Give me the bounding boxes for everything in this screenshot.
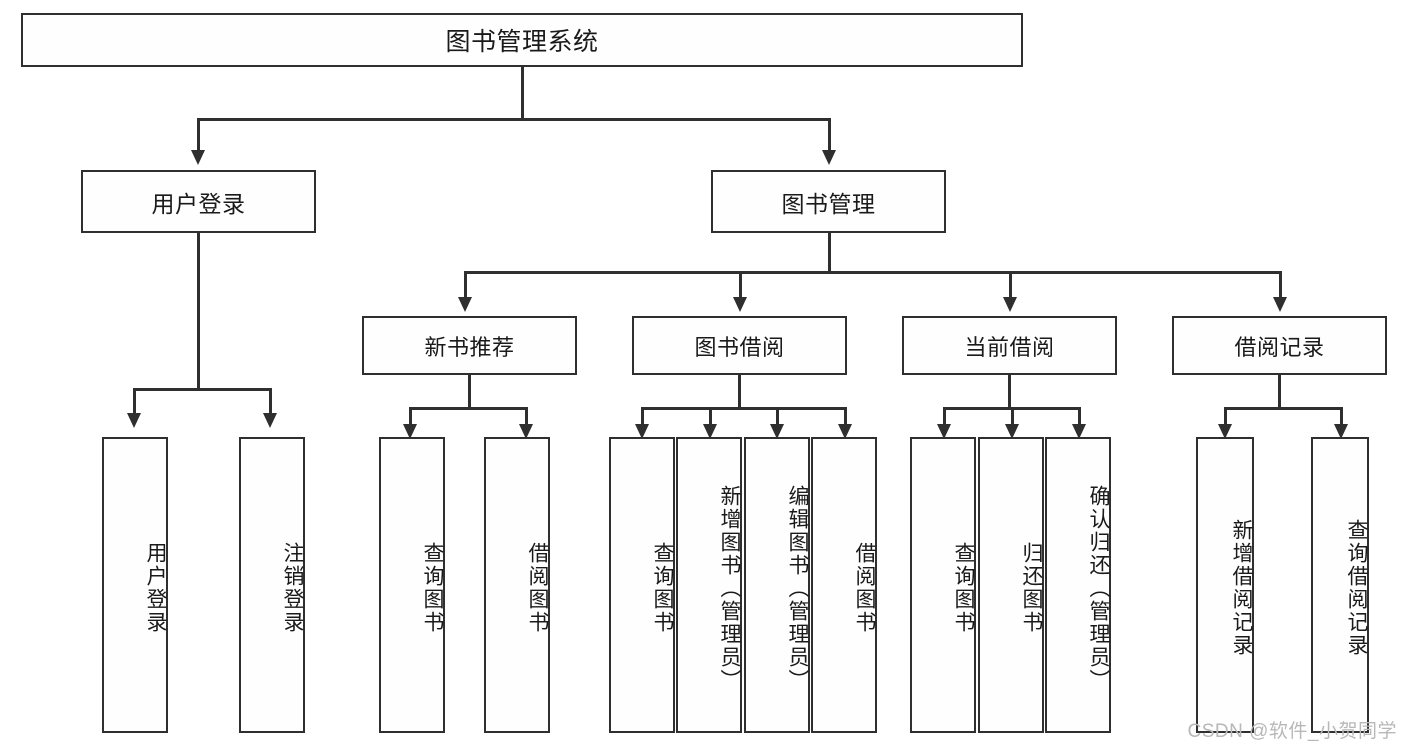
leaf-book-borrow-add[interactable]: 新增图书（管理员） [676, 437, 742, 733]
connector-book-borrow-stem [738, 375, 741, 409]
node-label: 归还图书 [1020, 542, 1043, 634]
connector-new-book-stem [468, 375, 471, 409]
arrow-leaf-book-borrow-0 [635, 424, 649, 439]
leaf-book-borrow-query[interactable]: 查询图书 [609, 437, 675, 733]
connector-current-borrow-stem [1008, 375, 1011, 409]
connector-drop-current-borrow [1009, 271, 1012, 299]
connector-book-manage-stem [828, 233, 831, 273]
arrow-book-borrow [733, 297, 747, 312]
node-new-book-recommend[interactable]: 新书推荐 [362, 316, 577, 375]
connector-drop-leaf-borrow-record-1 [1340, 407, 1343, 430]
leaf-book-borrow-edit[interactable]: 编辑图书（管理员） [744, 437, 810, 733]
node-label: 当前借阅 [964, 334, 1055, 360]
leaf-new-book-query[interactable]: 查询图书 [379, 437, 445, 733]
leaf-borrow-record-query[interactable]: 查询借阅记录 [1311, 437, 1369, 733]
node-current-borrow[interactable]: 当前借阅 [902, 316, 1117, 375]
connector-drop-leaf-user-login-0 [133, 388, 136, 415]
connector-drop-book-manage [828, 118, 831, 152]
arrow-leaf-user-login-1 [263, 413, 277, 428]
node-label: 查询图书 [952, 542, 975, 634]
csdn-watermark: CSDN @软件_小贺同学 [1187, 721, 1397, 742]
node-label: 注销登录 [281, 542, 304, 634]
node-book-management[interactable]: 图书管理 [711, 170, 946, 233]
arrow-leaf-borrow-record-0 [1218, 424, 1232, 439]
leaf-new-book-borrow[interactable]: 借阅图书 [484, 437, 550, 733]
arrow-current-borrow [1003, 297, 1017, 312]
connector-drop-leaf-book-borrow-3 [844, 407, 847, 430]
connector-drop-leaf-user-login-1 [269, 388, 272, 415]
node-label: 借阅图书 [526, 542, 549, 634]
node-label: 借阅记录 [1234, 334, 1325, 360]
arrow-leaf-current-borrow-1 [1005, 424, 1019, 439]
connector-drop-leaf-book-borrow-1 [709, 407, 712, 430]
connector-new-book-bus [410, 407, 527, 410]
node-label: 用户登录 [144, 542, 167, 634]
leaf-current-borrow-confirm-return[interactable]: 确认归还（管理员） [1045, 437, 1111, 733]
connector-drop-leaf-book-borrow-2 [776, 407, 779, 430]
arrow-leaf-user-login-0 [127, 413, 141, 428]
arrow-leaf-book-borrow-3 [838, 424, 852, 439]
node-label: 用户登录 [151, 190, 246, 217]
node-label: 新书推荐 [424, 334, 515, 360]
arrow-leaf-current-borrow-0 [937, 424, 951, 439]
node-label: 新增借阅记录 [1230, 519, 1253, 657]
connector-drop-book-borrow [739, 271, 742, 299]
node-label: 查询图书 [651, 542, 674, 634]
leaf-current-borrow-return[interactable]: 归还图书 [978, 437, 1044, 733]
node-label: 图书管理系统 [445, 28, 599, 56]
connector-borrow-record-stem [1278, 375, 1281, 409]
leaf-user-login-login[interactable]: 用户登录 [102, 437, 168, 733]
arrow-leaf-new-book-1 [519, 424, 533, 439]
arrow-leaf-borrow-record-1 [1334, 424, 1348, 439]
node-label: 查询图书 [421, 542, 444, 634]
leaf-current-borrow-query[interactable]: 查询图书 [910, 437, 976, 733]
node-label: 编辑图书（管理员） [786, 484, 809, 692]
leaf-user-login-logout[interactable]: 注销登录 [239, 437, 305, 733]
connector-level3-bus [465, 271, 1280, 274]
node-label: 查询借阅记录 [1345, 519, 1368, 657]
connector-drop-borrow-record [1279, 271, 1282, 299]
connector-book-borrow-bus [642, 407, 846, 410]
connector-user-login-bus [134, 388, 271, 391]
connector-root-bus [198, 118, 830, 121]
connector-drop-user-login [197, 118, 200, 152]
node-root-system[interactable]: 图书管理系统 [21, 13, 1023, 67]
connector-drop-leaf-new-book-1 [525, 407, 528, 430]
arrow-new-book [458, 297, 472, 312]
connector-drop-leaf-new-book-0 [409, 407, 412, 430]
connector-drop-leaf-book-borrow-0 [641, 407, 644, 430]
connector-borrow-record-bus [1225, 407, 1342, 410]
node-label: 借阅图书 [853, 542, 876, 634]
arrow-borrow-record [1273, 297, 1287, 312]
connector-drop-leaf-current-borrow-2 [1078, 407, 1081, 430]
connector-root-stem [521, 67, 524, 120]
connector-drop-leaf-current-borrow-0 [943, 407, 946, 430]
node-user-login[interactable]: 用户登录 [81, 170, 316, 233]
arrow-user-login [191, 150, 205, 165]
leaf-book-borrow-borrow[interactable]: 借阅图书 [811, 437, 877, 733]
node-label: 图书借阅 [694, 334, 785, 360]
node-borrow-record[interactable]: 借阅记录 [1172, 316, 1387, 375]
node-label: 确认归还（管理员） [1087, 484, 1110, 692]
arrow-book-manage [822, 150, 836, 165]
leaf-borrow-record-add[interactable]: 新增借阅记录 [1196, 437, 1254, 733]
connector-drop-new-book [464, 271, 467, 299]
node-book-borrow[interactable]: 图书借阅 [632, 316, 847, 375]
connector-drop-leaf-borrow-record-0 [1224, 407, 1227, 430]
connector-user-login-stem [197, 233, 200, 390]
arrow-leaf-current-borrow-2 [1072, 424, 1086, 439]
arrow-leaf-book-borrow-2 [770, 424, 784, 439]
arrow-leaf-book-borrow-1 [703, 424, 717, 439]
node-label: 图书管理 [781, 190, 876, 217]
node-label: 新增图书（管理员） [718, 484, 741, 692]
arrow-leaf-new-book-0 [403, 424, 417, 439]
connector-drop-leaf-current-borrow-1 [1011, 407, 1014, 430]
